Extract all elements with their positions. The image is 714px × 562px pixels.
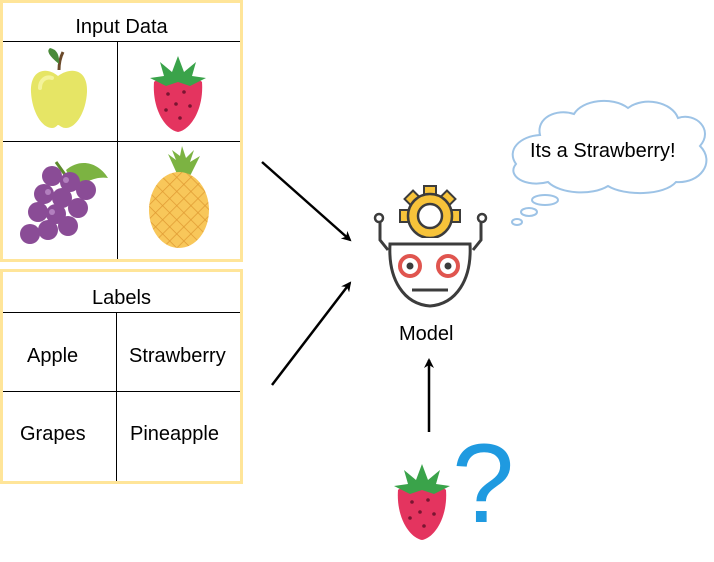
grapes-icon [20,161,108,244]
label-pineapple: Pineapple [130,423,219,445]
label-strawberry: Strawberry [129,345,226,367]
thought-text: Its a Strawberry! [530,140,676,162]
input-data-title: Input Data [75,16,168,38]
strawberry-icon [150,56,206,132]
labels-header-divider [3,312,240,313]
pineapple-icon [149,146,209,248]
labels-title: Labels [92,287,151,309]
label-grapes: Grapes [20,423,86,445]
labels-column-divider [116,312,117,481]
query-strawberry-icon [394,464,450,540]
thought-cloud [511,99,708,226]
labels-to-model-arrow [271,281,352,386]
label-apple: Apple [27,345,79,367]
input-data-header-divider [3,41,240,42]
input-data-row-divider [3,141,240,142]
input-data-column-divider [117,41,118,259]
input-to-model-arrow [261,161,352,242]
apple-icon [30,48,88,128]
question-mark: ? [452,421,515,546]
robot-gear-icon [373,185,488,308]
model-label: Model [399,323,454,345]
labels-panel: Labels Apple Strawberry Grapes Pineapple [0,269,243,484]
labels-row-divider [3,391,240,392]
